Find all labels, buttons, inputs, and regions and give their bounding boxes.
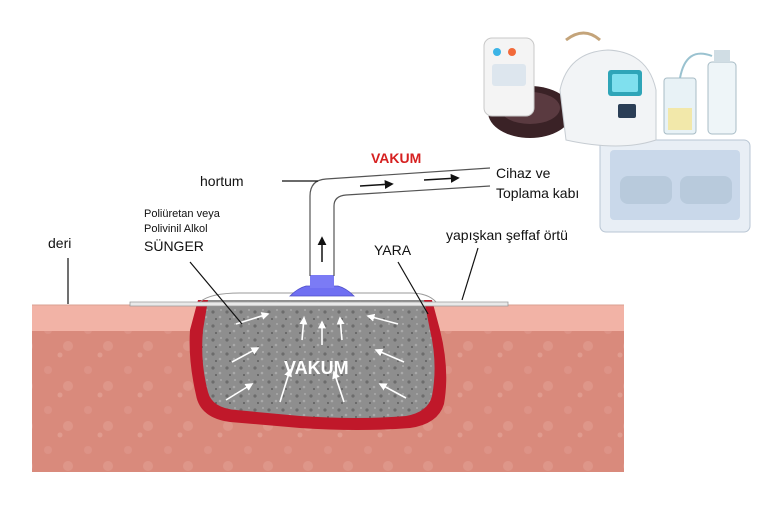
foam-label-line2: Polivinil Alkol <box>144 223 208 235</box>
tube-outer <box>309 167 491 276</box>
vacuum-top-label: VAKUM <box>371 150 421 166</box>
tube-arrow-horizontal-1 <box>359 179 394 189</box>
connector-neck <box>310 275 334 288</box>
vacuum-arrow <box>279 368 292 403</box>
vacuum-arrow <box>225 383 254 401</box>
adhesive-drape <box>129 301 509 307</box>
tube-inner <box>333 185 491 276</box>
connector-pad <box>289 285 355 297</box>
tube-label: hortum <box>200 173 244 189</box>
foam-label-line3: SÜNGER <box>144 237 204 254</box>
drape-label: yapışkan şeffaf örtü <box>446 227 568 243</box>
vacuum-arrow <box>299 316 308 341</box>
device-label-line1: Cihaz ve <box>496 165 551 181</box>
drape-leader-line <box>461 247 479 301</box>
npwt-device-photo <box>483 31 751 233</box>
foam-sponge <box>202 300 435 418</box>
vacuum-arrow <box>336 316 345 341</box>
foam-label-line1: Poliüretan veya <box>144 208 221 220</box>
vacuum-arrow <box>374 348 405 363</box>
skin-label: deri <box>48 235 71 251</box>
wound-leader-line <box>397 261 429 315</box>
vacuum-arrow <box>332 370 345 403</box>
wound-label: YARA <box>374 242 412 258</box>
vacuum-arrow <box>378 383 407 399</box>
vacuum-arrows <box>225 312 407 403</box>
vacuum-arrow <box>366 313 399 325</box>
device-label-line2: Toplama kabı <box>496 185 579 201</box>
tube-arrow-horizontal-2 <box>423 173 460 183</box>
vacuum-center-label: VAKUM <box>284 358 349 378</box>
vacuum-arrow <box>231 347 260 363</box>
foam-leader-line <box>189 261 243 325</box>
